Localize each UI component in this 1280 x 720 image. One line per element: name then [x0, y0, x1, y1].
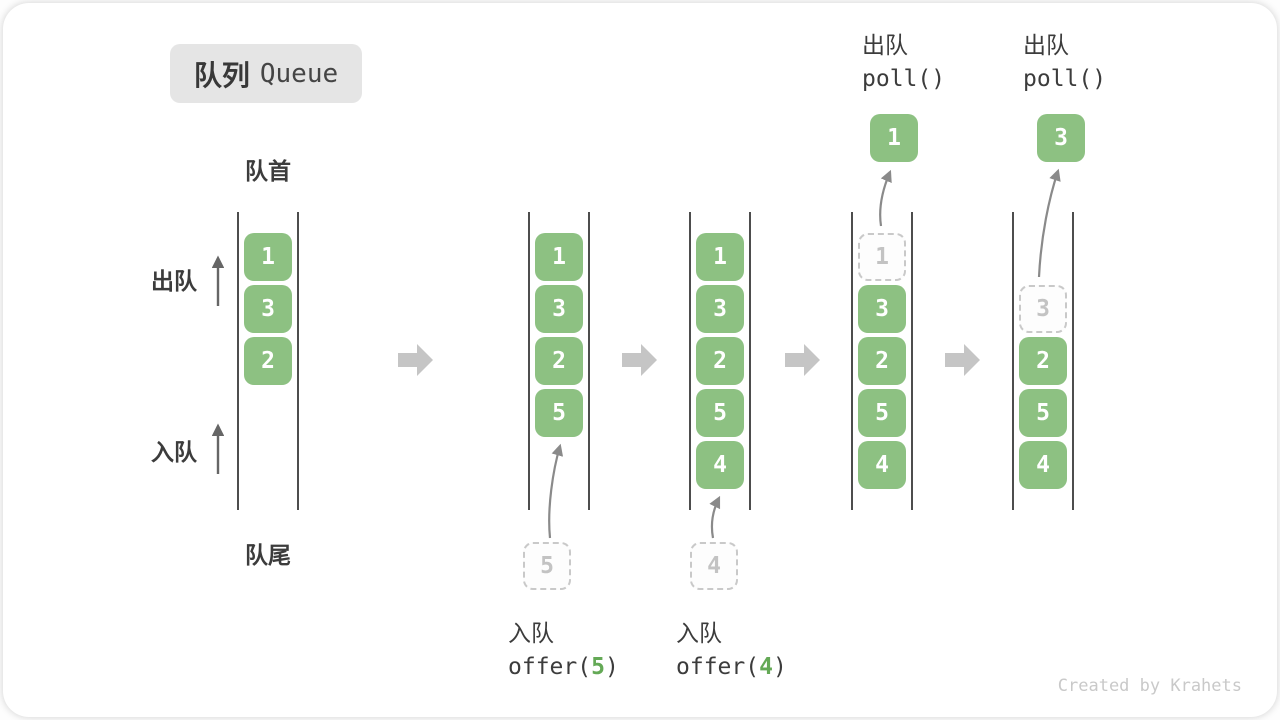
- dequeue-op-label: 出队: [1023, 32, 1069, 58]
- enqueue-op-label: 入队: [676, 620, 722, 646]
- queue-state-2: 1 3 2 5: [528, 212, 590, 510]
- queue-cell: 3: [244, 285, 292, 333]
- dequeue-op-label: 出队: [862, 32, 908, 58]
- credit-text: Created by Krahets: [1057, 676, 1242, 696]
- enqueue-op-code: offer(5): [508, 654, 619, 680]
- dequeue-op-2: 出队 poll(): [1023, 28, 1106, 96]
- queue-cell: 4: [696, 441, 744, 489]
- dequeued-value-box: 1: [870, 114, 918, 162]
- queue-state-3: 1 3 2 5 4: [689, 212, 751, 510]
- queue-cell-removed: 3: [1019, 285, 1067, 333]
- queue-cell: 5: [535, 389, 583, 437]
- queue-state-5: 3 2 5 4: [1012, 212, 1074, 510]
- title-en: Queue: [259, 58, 339, 89]
- queue-cell: 3: [535, 285, 583, 333]
- queue-cell: 1: [696, 233, 744, 281]
- queue-cell: 5: [1019, 389, 1067, 437]
- queue-cell: 2: [535, 337, 583, 385]
- queue-cell: 4: [1019, 441, 1067, 489]
- queue-cell: 5: [858, 389, 906, 437]
- queue-cell: 3: [858, 285, 906, 333]
- dequeue-op-1: 出队 poll(): [862, 28, 945, 96]
- queue-cell: 5: [696, 389, 744, 437]
- queue-state-1: 1 3 2: [237, 212, 299, 510]
- queue-cell: 2: [244, 337, 292, 385]
- dequeue-op-code: poll(): [862, 66, 946, 92]
- queue-cell: 1: [244, 233, 292, 281]
- queue-cell: 2: [696, 337, 744, 385]
- label-enqueue-side: 入队: [151, 439, 197, 465]
- enqueue-op-2: 入队 offer(4): [676, 616, 787, 684]
- label-queue-front: 队首: [245, 158, 291, 184]
- queue-cell: 2: [858, 337, 906, 385]
- enqueue-op-code: offer(4): [676, 654, 787, 680]
- enqueue-pending-box: 5: [523, 542, 571, 590]
- queue-cell: 2: [1019, 337, 1067, 385]
- enqueue-arg: 4: [759, 654, 773, 680]
- queue-state-4: 1 3 2 5 4: [851, 212, 913, 510]
- dequeue-op-code: poll(): [1023, 66, 1107, 92]
- enqueue-op-1: 入队 offer(5): [508, 616, 619, 684]
- title-badge: 队列 Queue: [170, 44, 362, 103]
- queue-cell: 1: [535, 233, 583, 281]
- label-dequeue-side: 出队: [151, 268, 197, 294]
- enqueue-op-label: 入队: [508, 620, 554, 646]
- queue-cell-removed: 1: [858, 233, 906, 281]
- enqueue-pending-box: 4: [690, 542, 738, 590]
- queue-cell: 4: [858, 441, 906, 489]
- label-queue-rear: 队尾: [245, 542, 291, 568]
- figure-card: [3, 3, 1277, 717]
- dequeued-value-box: 3: [1037, 114, 1085, 162]
- title-zh: 队列: [193, 59, 250, 91]
- queue-cell: 3: [696, 285, 744, 333]
- enqueue-arg: 5: [591, 654, 605, 680]
